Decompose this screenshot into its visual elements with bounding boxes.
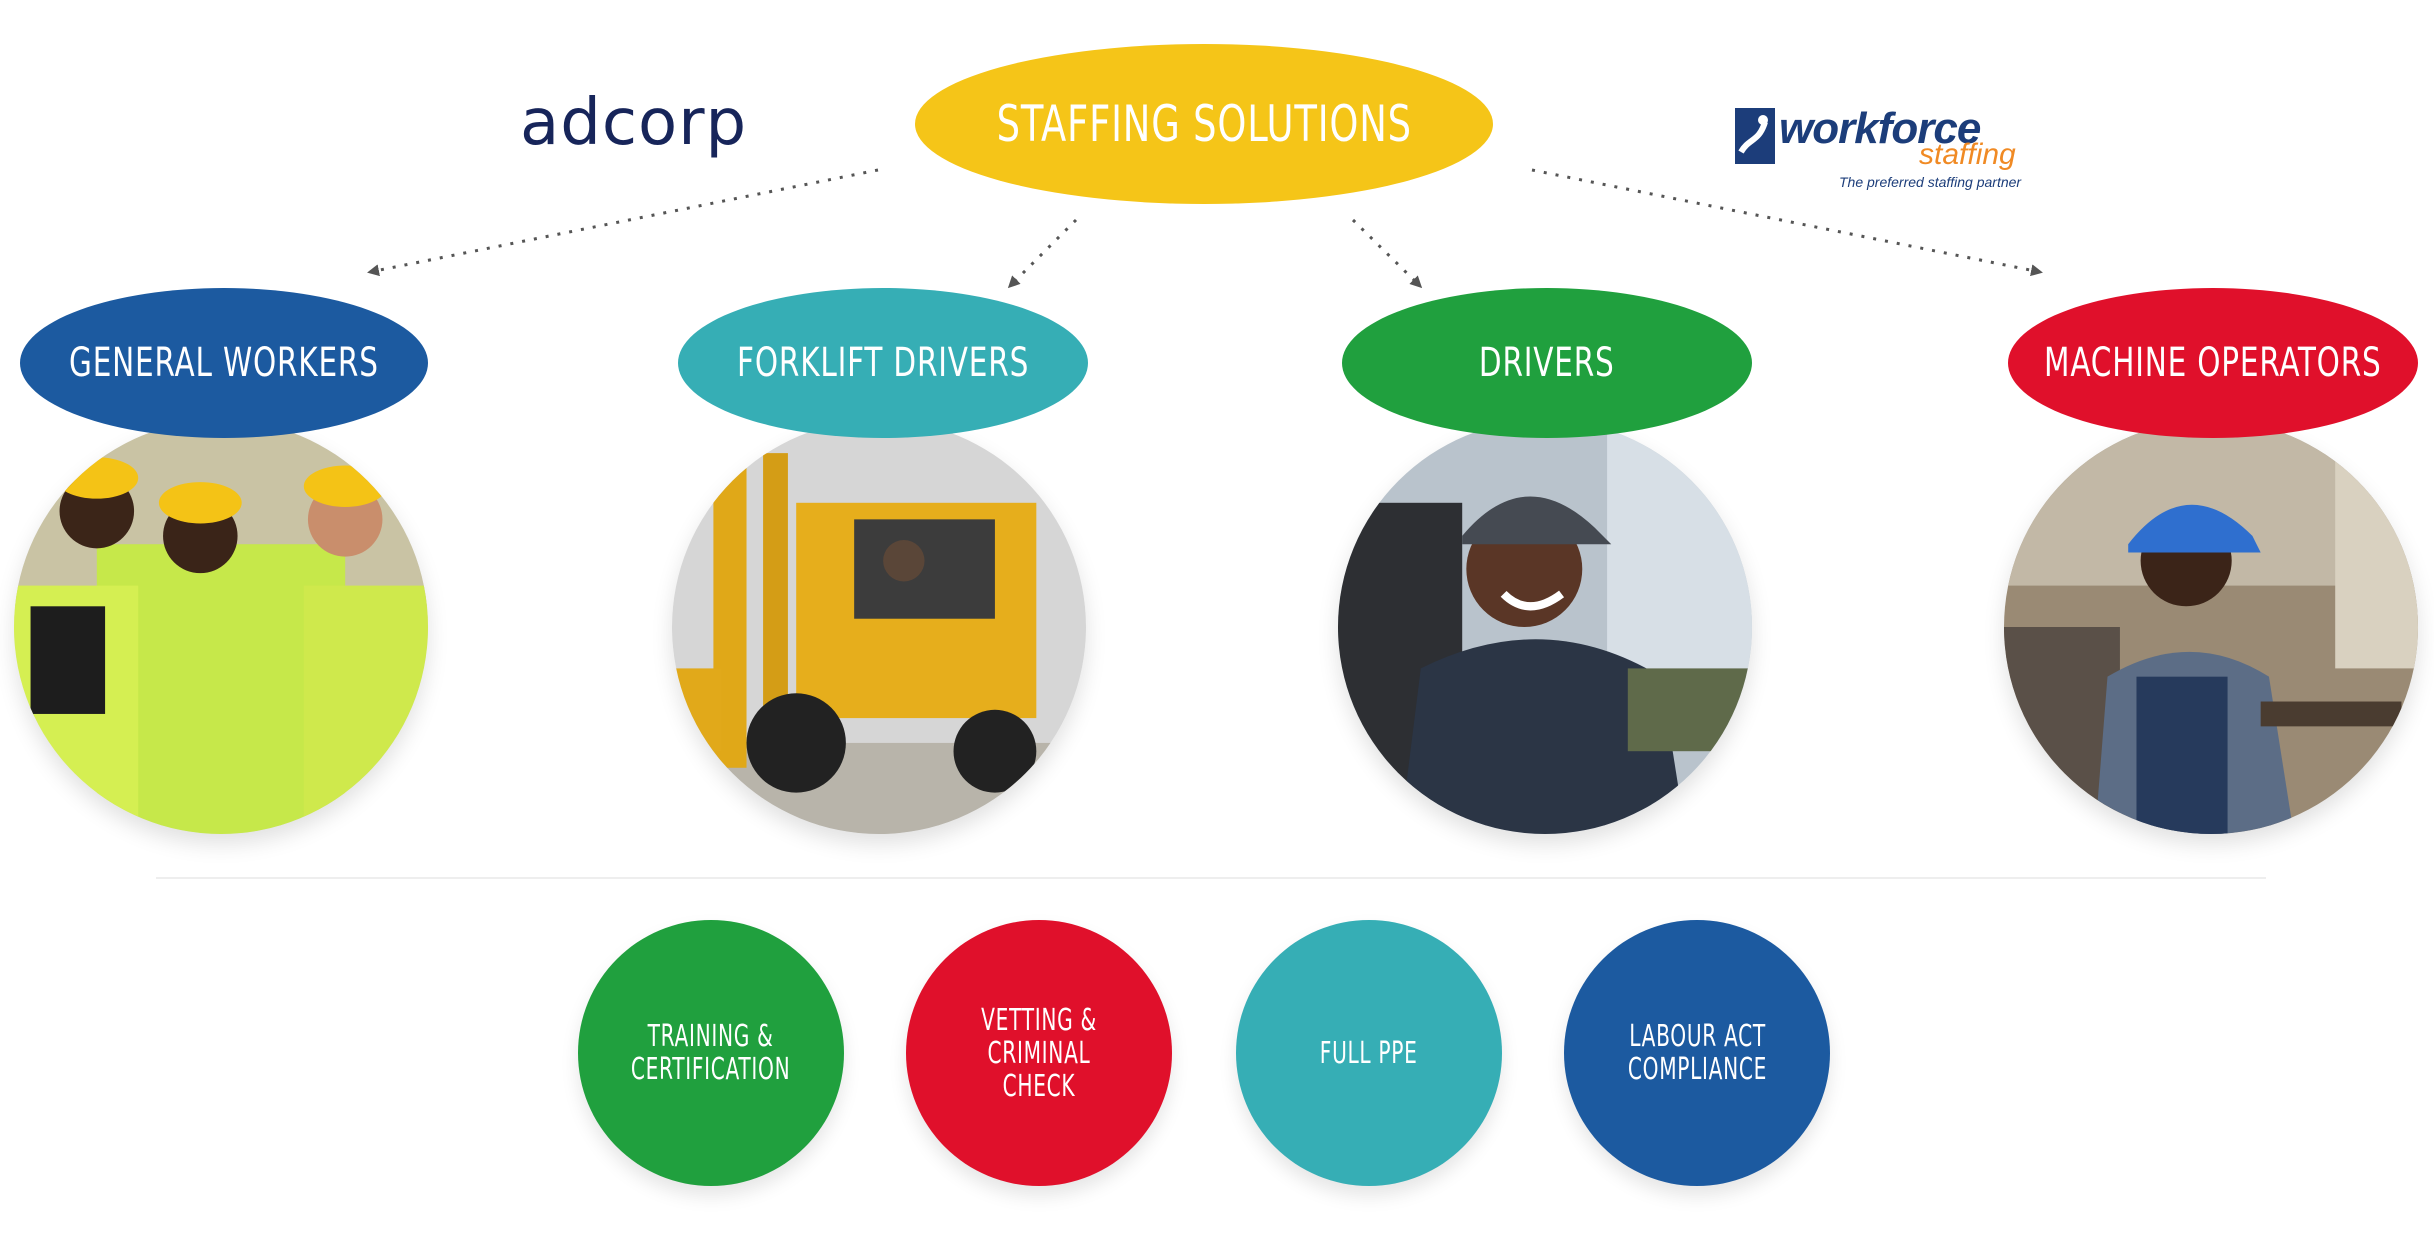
service-line: Compliance [1627,1052,1767,1087]
category-label: Machine Operators [2044,340,2382,386]
category-label: General Workers [69,340,379,386]
adcorp-logo-text: adcorp [520,86,748,160]
workforce-tagline: The preferred staffing partner [1839,174,2022,190]
service-line: Vetting & [981,1002,1097,1038]
driver-photo [1338,420,1752,834]
operator-photo [2004,420,2418,834]
divider [156,877,2266,879]
arrow-general-workers [367,168,879,277]
forklift-photo [672,420,1086,834]
category-label: Forklift Drivers [736,340,1030,386]
service-line: Training & [648,1019,774,1054]
staffing-solutions-node: Staffing Solutions [915,44,1493,204]
service-line: Criminal Check [987,1035,1091,1104]
arrow-machine-operators [1531,168,2043,277]
service-full-ppe: Full PPE [1236,920,1502,1186]
workforce-emblem-icon [1735,108,1775,164]
category-label: Drivers [1479,340,1615,386]
service-labour-act-compliance: Labour ActCompliance [1564,920,1830,1186]
category-general-workers: General Workers [20,288,428,438]
workforce-sub: staffing [1919,138,2016,171]
workforce-brand: workforce [1779,104,1981,153]
workers-photo [14,420,428,834]
service-line: Labour Act [1628,1019,1766,1054]
staffing-solutions-label: Staffing Solutions [996,95,1412,153]
category-machine-operators: Machine Operators [2008,288,2418,438]
category-drivers: Drivers [1342,288,1752,438]
service-line: Certification [631,1052,791,1087]
workforce-logo: workforce staffing The preferred staffin… [1735,104,2055,194]
service-vetting-criminal-check: Vetting &Criminal Check [906,920,1172,1186]
adcorp-logo: adcorp [520,86,747,160]
category-forklift-drivers: Forklift Drivers [678,288,1088,438]
service-training-certification: Training &Certification [578,920,844,1186]
service-line: Full PPE [1320,1035,1418,1071]
arrow-forklift-drivers [1007,218,1078,289]
arrow-drivers [1351,218,1423,289]
